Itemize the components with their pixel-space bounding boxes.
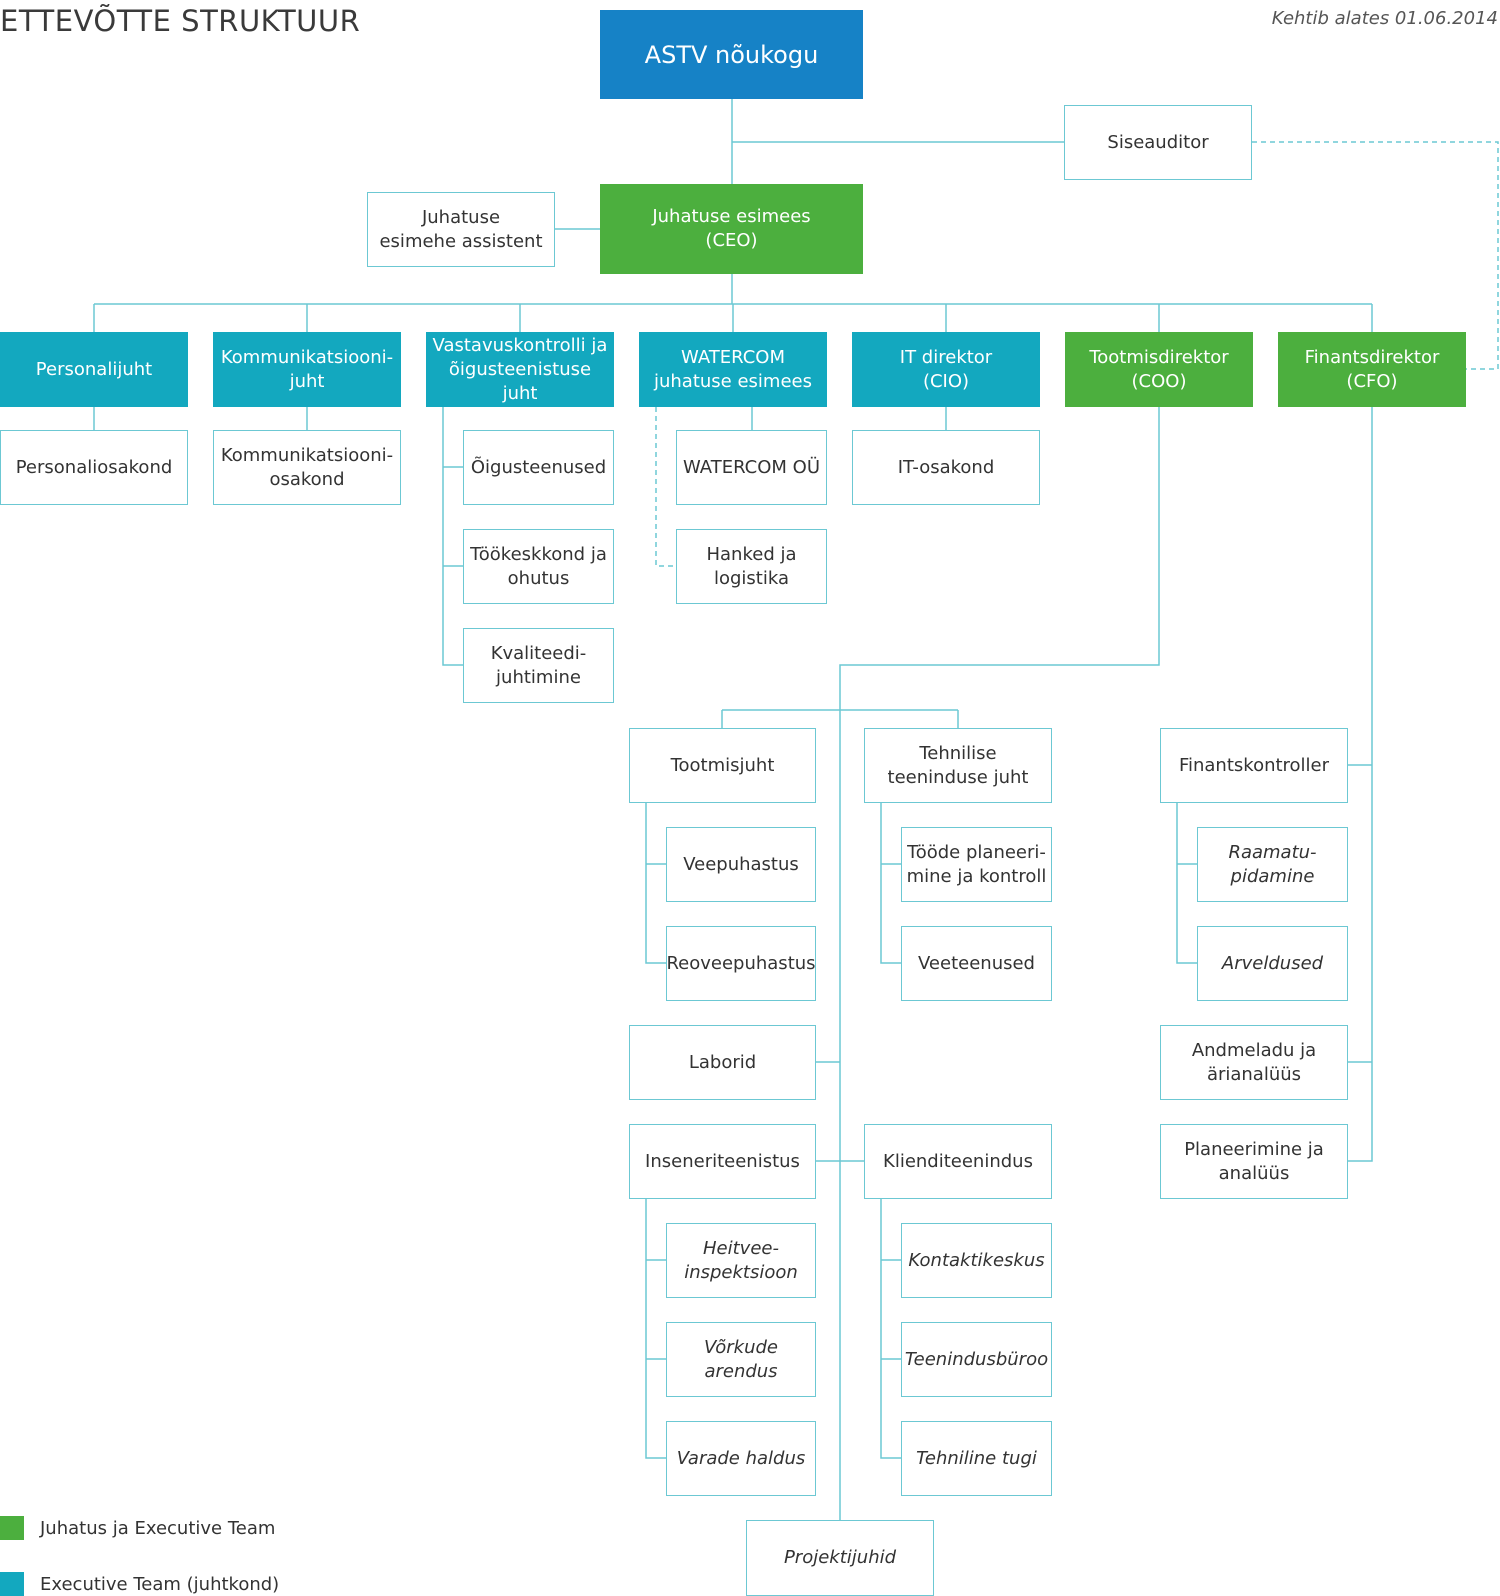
legend-swatch-green bbox=[0, 1516, 24, 1540]
node-coo[interactable]: Tootmisdirektor (COO) bbox=[1065, 332, 1253, 407]
node-project-managers[interactable]: Projektijuhid bbox=[746, 1520, 934, 1596]
node-internal-auditor[interactable]: Siseauditor bbox=[1064, 105, 1252, 180]
connector-auditor-cfo bbox=[1252, 141, 1499, 370]
node-asset-management[interactable]: Varade haldus bbox=[666, 1421, 816, 1496]
node-watercom-chair[interactable]: WATERCOM juhatuse esimees bbox=[639, 332, 827, 407]
node-wastewater-treatment[interactable]: Reoveepuhastus bbox=[666, 926, 816, 1001]
node-water-services[interactable]: Veeteenused bbox=[901, 926, 1052, 1001]
node-works-planning[interactable]: Tööde planeeri- mine ja kontroll bbox=[901, 827, 1052, 902]
connector-coo-spine bbox=[839, 407, 1160, 1596]
node-it-dept[interactable]: IT-osakond bbox=[852, 430, 1040, 505]
node-financial-controller[interactable]: Finantskontroller bbox=[1160, 728, 1348, 803]
node-laboratories[interactable]: Laborid bbox=[629, 1025, 816, 1100]
node-technical-support[interactable]: Tehniline tugi bbox=[901, 1421, 1052, 1496]
node-customer-service[interactable]: Klienditeenindus bbox=[864, 1124, 1052, 1199]
node-hr-head[interactable]: Personalijuht bbox=[0, 332, 188, 407]
connector-customer-children bbox=[880, 1199, 901, 1459]
connector-compliance bbox=[442, 407, 463, 666]
node-quality[interactable]: Kvaliteedi- juhtimine bbox=[463, 628, 614, 703]
node-cfo[interactable]: Finantsdirektor (CFO) bbox=[1278, 332, 1466, 407]
connector-tech-children bbox=[880, 803, 901, 964]
node-watercom-ou[interactable]: WATERCOM OÜ bbox=[676, 430, 827, 505]
effective-date: Kehtib alates 01.06.2014 bbox=[1271, 8, 1498, 29]
node-contact-center[interactable]: Kontaktikeskus bbox=[901, 1223, 1052, 1298]
legend-item-team: Executive Team (juhtkond) bbox=[0, 1572, 279, 1596]
connector-cfo-spine bbox=[1348, 407, 1373, 1162]
node-comms-head[interactable]: Kommunikatsiooni- juht bbox=[213, 332, 401, 407]
page-title: ETTEVÕTTE STRUKTUUR bbox=[0, 4, 361, 38]
node-engineering[interactable]: Inseneriteenistus bbox=[629, 1124, 816, 1199]
node-discharge-inspection[interactable]: Heitvee- inspektsioon bbox=[666, 1223, 816, 1298]
node-planning-analysis[interactable]: Planeerimine ja analüüs bbox=[1160, 1124, 1348, 1199]
legend-item-executive: Juhatus ja Executive Team bbox=[0, 1516, 275, 1540]
node-data-warehouse[interactable]: Andmeladu ja ärianalüüs bbox=[1160, 1025, 1348, 1100]
node-network-development[interactable]: Võrkude arendus bbox=[666, 1322, 816, 1397]
node-legal-services[interactable]: Õigusteenused bbox=[463, 430, 614, 505]
node-water-treatment[interactable]: Veepuhastus bbox=[666, 827, 816, 902]
node-cio[interactable]: IT direktor (CIO) bbox=[852, 332, 1040, 407]
node-ceo[interactable]: Juhatuse esimees (CEO) bbox=[600, 184, 863, 274]
connector-engineering-children bbox=[645, 1199, 666, 1459]
node-board[interactable]: ASTV nõukogu bbox=[600, 10, 863, 99]
legend-swatch-teal bbox=[0, 1572, 24, 1596]
node-compliance-head[interactable]: Vastavuskontrolli ja õigusteenistuse juh… bbox=[426, 332, 614, 407]
connector-production-children bbox=[645, 803, 666, 964]
node-procurement[interactable]: Hanked ja logistika bbox=[676, 529, 827, 604]
node-accounting[interactable]: Raamatu- pidamine bbox=[1197, 827, 1348, 902]
node-hr-dept[interactable]: Personaliosakond bbox=[0, 430, 188, 505]
node-safety[interactable]: Töökeskkond ja ohutus bbox=[463, 529, 614, 604]
legend-label: Executive Team (juhtkond) bbox=[40, 1573, 280, 1595]
legend-label: Juhatus ja Executive Team bbox=[40, 1517, 276, 1539]
node-tech-service-head[interactable]: Tehnilise teeninduse juht bbox=[864, 728, 1052, 803]
node-ceo-assistant[interactable]: Juhatuse esimehe assistent bbox=[367, 192, 555, 267]
node-comms-dept[interactable]: Kommunikatsiooni- osakond bbox=[213, 430, 401, 505]
node-settlements[interactable]: Arveldused bbox=[1197, 926, 1348, 1001]
connector-controller-children bbox=[1176, 803, 1197, 964]
node-production-head[interactable]: Tootmisjuht bbox=[629, 728, 816, 803]
node-service-bureau[interactable]: Teenindusbüroo bbox=[901, 1322, 1052, 1397]
connector-procurement bbox=[655, 407, 676, 567]
